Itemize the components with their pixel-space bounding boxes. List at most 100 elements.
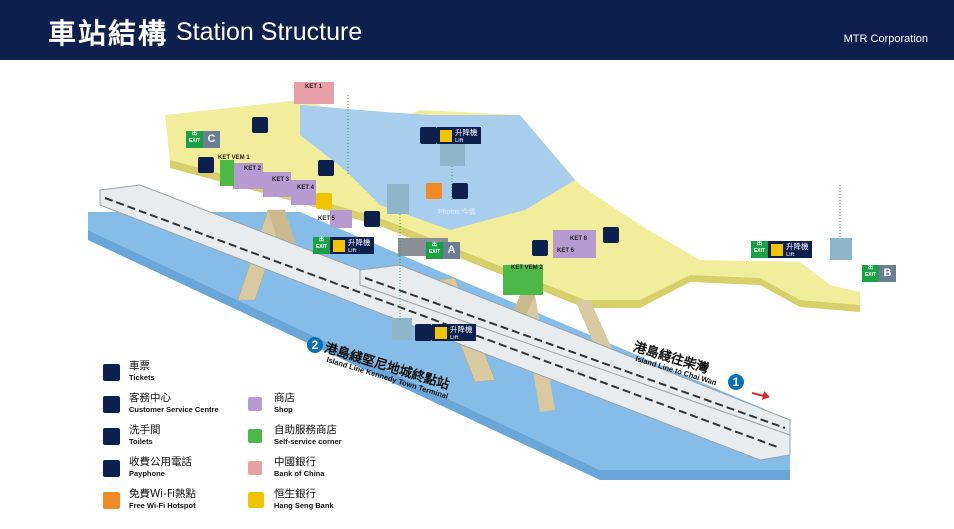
lift-icon	[771, 243, 783, 256]
legend-label-zh: 洗手間	[129, 424, 161, 436]
legend-label-zh: 商店	[274, 392, 295, 404]
legend-label-zh: 收費公用電話	[129, 456, 192, 468]
lift-label-en: Lift	[455, 138, 464, 144]
shop-label-ket2: KET 2	[244, 166, 262, 172]
toilet-icon	[364, 211, 380, 227]
legend-label-zh: 車票	[129, 360, 150, 372]
legend-label-en: Self-service corner	[274, 437, 342, 446]
watermark: Photos 今情	[438, 209, 476, 216]
lift-icon	[440, 129, 452, 142]
customer-service-icon	[103, 395, 120, 413]
lift-shaft	[387, 184, 409, 214]
legend-label-en: Free Wi-Fi Hotspot	[129, 501, 196, 510]
vending-label-vem2: KET VEM 2	[511, 265, 543, 271]
train-icon	[420, 127, 437, 144]
payphone-icon	[198, 157, 214, 173]
shop-ket5	[330, 210, 352, 228]
exit-b-sign[interactable]: 出 EXIT B	[862, 265, 896, 282]
lift-label-en: Lift	[450, 335, 459, 341]
operator-name: MTR Corporation	[843, 33, 928, 45]
exit-icon: 出 EXIT	[751, 241, 768, 258]
legend-label-en: Hang Seng Bank	[274, 501, 334, 510]
lift-label-zh: 升降機	[348, 238, 371, 247]
train-windows	[364, 277, 786, 429]
shop-ket6-8	[553, 230, 596, 258]
station-structure-diagram	[88, 82, 860, 480]
vending-vem1	[220, 160, 234, 186]
direction-arrow-head	[762, 391, 770, 400]
concourse-edge	[170, 160, 860, 312]
legend-label-en: Bank of China	[274, 469, 325, 478]
shop-label-ket5: KET 5	[318, 216, 336, 222]
ticket-icon	[252, 117, 268, 133]
shop-ket1	[294, 82, 334, 104]
ticket-icon	[603, 227, 619, 243]
legend-label-zh: 自助服務商店	[274, 424, 337, 436]
exit-icon: 出 EXIT	[426, 242, 443, 259]
legend-label-zh: 免費Wi-Fi熱點	[129, 488, 197, 500]
legend-label-en: Payphone	[129, 469, 165, 478]
lift-label-zh: 升降機	[786, 242, 809, 251]
lift-label-zh: 升降機	[455, 128, 478, 137]
legend-label-en: Customer Service Centre	[129, 405, 219, 414]
shop-ket3	[263, 172, 291, 197]
legend-label-zh: 中國銀行	[274, 456, 316, 468]
wifi-icon	[426, 183, 442, 199]
vending-label-vem1: KET VEM 1	[218, 155, 250, 161]
exit-icon: 出 EXIT	[313, 237, 330, 254]
shop-ket4	[291, 180, 316, 205]
shop-cube-icon	[248, 397, 262, 411]
train-platform-2	[99, 184, 791, 461]
shop-label-ket8: KET 8	[570, 236, 588, 242]
lift-shaft	[440, 140, 465, 166]
shop-ket2	[233, 163, 263, 189]
lift-label-zh: 升降機	[450, 325, 473, 334]
bank-of-china-cube-icon	[248, 461, 262, 475]
direction-arrow	[751, 392, 765, 397]
lift-icon	[435, 326, 447, 339]
legend-label-zh: 恒生銀行	[274, 488, 316, 500]
page-title-zh: 車站結構	[48, 17, 169, 50]
legend-label-en: Tickets	[129, 373, 155, 382]
line-1-badge: 1	[728, 374, 744, 390]
train-icon	[415, 324, 432, 341]
train-platform-1	[359, 264, 791, 436]
toilet-icon	[103, 427, 120, 445]
lift-label-en: Lift	[348, 248, 357, 254]
wifi-icon	[103, 491, 120, 509]
exit-c-sign[interactable]: 出 EXIT C	[186, 131, 220, 148]
ticket-icon	[103, 363, 120, 381]
platform	[88, 212, 790, 470]
concourse-central-area	[300, 105, 575, 230]
self-service-cube-icon	[248, 429, 262, 443]
hang-seng-icon	[316, 193, 332, 209]
exit-a-sign[interactable]: 出 EXIT A	[426, 242, 460, 259]
legend-label-en: Toilets	[129, 437, 153, 446]
lift-label-en: Lift	[786, 252, 795, 258]
shop-label-ket1: KET 1	[305, 84, 323, 90]
exit-letter: C	[203, 131, 220, 148]
hang-seng-icon	[248, 492, 264, 508]
exit-letter: A	[443, 242, 460, 259]
exit-icon: 出 EXIT	[862, 265, 879, 282]
payphone-icon	[452, 183, 468, 199]
legend-label-en: Shop	[274, 405, 293, 414]
page-title-en: Station Structure	[176, 18, 363, 46]
lift-icon	[333, 239, 345, 252]
payphone-icon	[103, 459, 120, 477]
